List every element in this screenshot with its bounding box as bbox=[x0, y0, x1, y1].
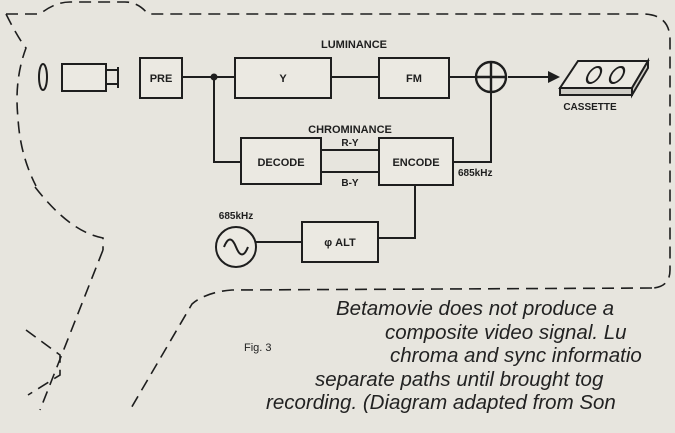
junction-dot bbox=[210, 73, 218, 81]
b-y-label: B-Y bbox=[341, 178, 359, 189]
lens-icon bbox=[38, 63, 119, 92]
phase-alt-label: φ ALT bbox=[324, 237, 356, 249]
cassette-icon bbox=[558, 57, 650, 99]
y-label: Y bbox=[279, 73, 287, 85]
decode-label: DECODE bbox=[257, 157, 304, 169]
caption-line: chroma and sync informatio bbox=[390, 344, 642, 367]
chrominance-label: CHROMINANCE bbox=[308, 124, 392, 136]
caption-line: Betamovie does not produce a bbox=[336, 297, 615, 320]
decode-block bbox=[240, 137, 322, 185]
camera-outline bbox=[5, 1, 671, 411]
signal-wires bbox=[182, 71, 560, 243]
encode-label: ENCODE bbox=[392, 157, 439, 169]
pre-block bbox=[139, 57, 183, 99]
oscillator-frequency-label: 685kHz bbox=[219, 211, 253, 222]
fm-label: FM bbox=[406, 73, 422, 85]
summing-node bbox=[474, 60, 508, 94]
oscillator-icon bbox=[215, 226, 257, 268]
caption-line: recording. (Diagram adapted from Son bbox=[266, 391, 616, 414]
phase-alt-block bbox=[301, 221, 379, 263]
figure-caption: Betamovie does not produce a composite v… bbox=[240, 297, 675, 415]
output-frequency-label: 685kHz bbox=[458, 168, 492, 179]
figure-label: Fig. 3 bbox=[244, 342, 272, 354]
fm-block bbox=[378, 57, 450, 99]
luminance-label: LUMINANCE bbox=[321, 39, 387, 51]
encode-block bbox=[378, 137, 454, 186]
pre-label: PRE bbox=[150, 73, 173, 85]
cassette-label: CASSETTE bbox=[563, 102, 617, 113]
y-block bbox=[234, 57, 332, 99]
r-y-label: R-Y bbox=[341, 138, 359, 149]
caption-line: separate paths until brought tog bbox=[315, 367, 604, 391]
caption-line: composite video signal. Lu bbox=[385, 320, 627, 344]
